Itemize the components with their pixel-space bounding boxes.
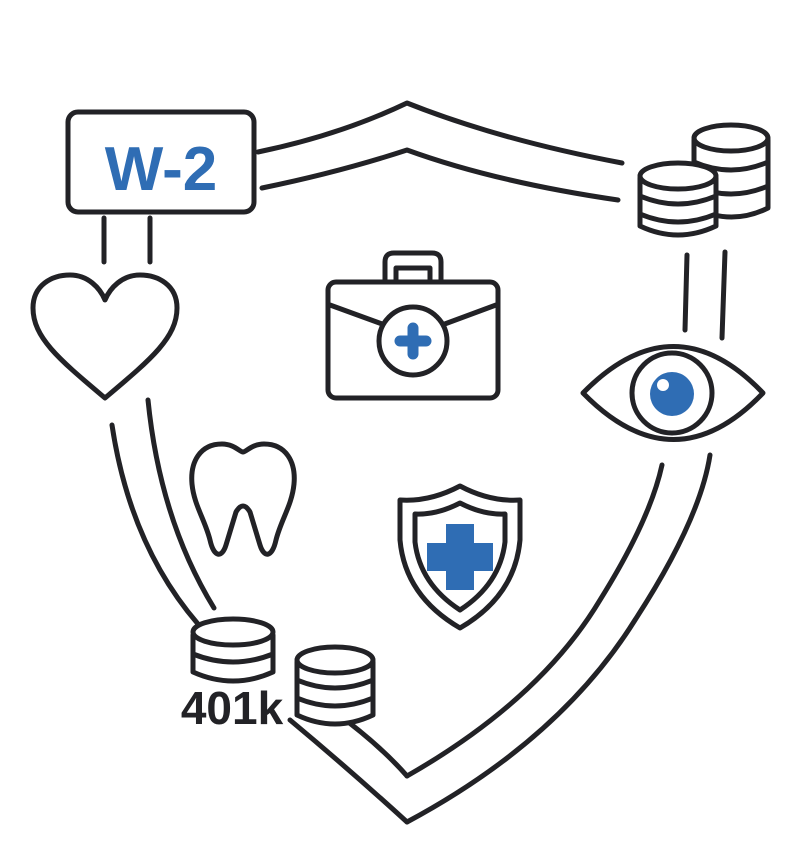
coin-stacks-icon xyxy=(637,122,771,238)
tooth-icon xyxy=(189,441,297,557)
medical-kit-icon xyxy=(325,250,501,401)
retirement-coins-icon xyxy=(190,616,376,727)
health-shield-icon xyxy=(397,483,523,631)
shield-outline-icon xyxy=(101,100,728,825)
eye-icon xyxy=(580,344,766,442)
w2-label: W-2 xyxy=(105,135,217,204)
retirement-label: 401k xyxy=(181,682,284,734)
w2-form-icon: W-2 xyxy=(65,109,257,215)
heart-icon xyxy=(30,272,180,401)
